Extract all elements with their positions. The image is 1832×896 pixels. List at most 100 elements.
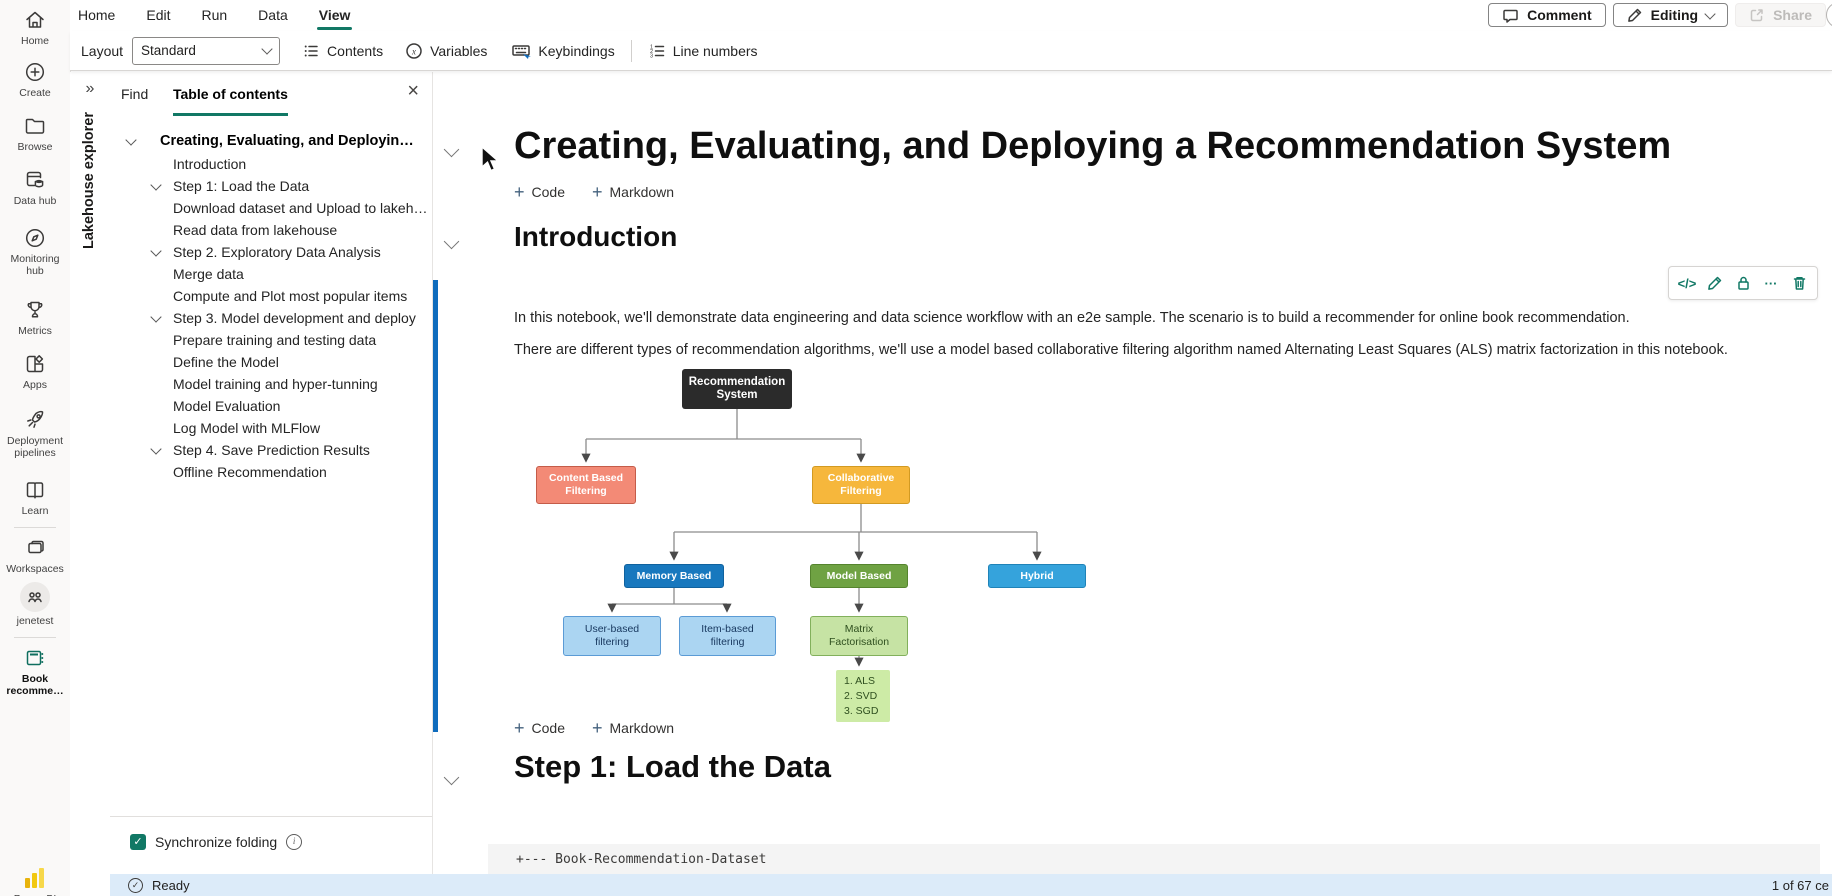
editing-mode-button[interactable]: Editing <box>1612 3 1729 27</box>
chevron-down-icon <box>1704 7 1716 20</box>
toc-item[interactable]: Step 1: Load the Data <box>110 175 432 197</box>
info-icon[interactable]: i <box>286 834 303 850</box>
chevron-down-icon[interactable] <box>125 134 137 146</box>
nav-item-create[interactable]: Create <box>0 60 70 99</box>
svg-text:x: x <box>411 46 416 56</box>
nav-item-metrics[interactable]: Metrics <box>0 298 70 337</box>
nav-item-learn[interactable]: Learn <box>0 478 70 517</box>
intro-paragraph-2: There are different types of recommendat… <box>514 342 1728 358</box>
add-markdown-button[interactable]: +Markdown <box>591 182 675 202</box>
diagram-node-als-svd-sgd: 1. ALS 2. SVD 3. SGD <box>836 670 890 722</box>
synchronize-folding-checkbox[interactable]: ✓ <box>130 834 146 850</box>
add-markdown-button[interactable]: +Markdown <box>591 718 675 738</box>
nav-item-apps[interactable]: Apps <box>0 352 70 391</box>
edit-pencil-icon[interactable] <box>1701 268 1729 298</box>
code-line: +--- Book-Recommendation-Dataset <box>516 852 767 867</box>
add-code-button[interactable]: +Code <box>514 182 565 202</box>
notebook-scrollbar[interactable] <box>433 280 438 732</box>
plus-icon: + <box>514 718 525 738</box>
menu-tab-edit[interactable]: Edit <box>146 7 171 23</box>
comment-button[interactable]: Comment <box>1488 3 1606 27</box>
menu-tab-run[interactable]: Run <box>201 7 228 23</box>
lakehouse-explorer-label[interactable]: Lakehouse explorer <box>81 112 97 249</box>
more-options-icon[interactable]: ··· <box>1764 275 1778 291</box>
ready-check-icon: ✓ <box>128 877 143 893</box>
keyboard-icon <box>511 42 532 60</box>
nav-item-monitoring-hub[interactable]: Monitoring hub <box>0 226 70 277</box>
menu-tab-data[interactable]: Data <box>258 7 288 23</box>
toc-item[interactable]: Define the Model <box>173 354 279 370</box>
add-code-button[interactable]: +Code <box>514 718 565 738</box>
ready-label: Ready <box>152 877 190 893</box>
nav-item-workspaces[interactable]: Workspaces <box>0 536 70 575</box>
add-cell-row: +Code +Markdown <box>514 718 675 738</box>
chevron-down-icon[interactable] <box>150 179 162 191</box>
toc-item[interactable]: Model Evaluation <box>173 398 281 414</box>
layout-select[interactable]: Standard <box>132 36 281 65</box>
collapse-step1-chevron-icon[interactable] <box>443 769 460 786</box>
deployment-pipelines-icon <box>23 408 47 432</box>
toc-item[interactable]: Step 4. Save Prediction Results <box>110 439 432 461</box>
intro-paragraph-1: In this notebook, we'll demonstrate data… <box>514 310 1630 326</box>
close-icon[interactable]: × <box>407 80 419 102</box>
toc-list: Creating, Evaluating, and Deployin… Intr… <box>110 122 432 483</box>
collapse-intro-chevron-icon[interactable] <box>443 233 460 250</box>
share-icon <box>1749 7 1765 23</box>
plus-icon: + <box>591 182 603 202</box>
nav-item-browse[interactable]: Browse <box>0 114 70 153</box>
delete-trash-icon[interactable] <box>1785 268 1813 298</box>
pencil-icon <box>1627 7 1643 23</box>
expand-panel-icon[interactable]: » <box>85 80 95 97</box>
toc-header: Find Table of contents × <box>110 72 432 122</box>
keybindings-button[interactable]: Keybindings <box>511 42 615 60</box>
lock-icon[interactable] <box>1729 268 1757 298</box>
view-code-icon[interactable]: </> <box>1677 275 1697 291</box>
collapse-title-chevron-icon[interactable] <box>443 141 460 158</box>
comment-bubble-icon <box>1502 7 1519 24</box>
diagram-node-matrix-factorisation: Matrix Factorisation <box>810 616 908 656</box>
nav-item-power-bi[interactable]: Power BI <box>0 866 70 896</box>
step1-heading: Step 1: Load the Data <box>514 749 831 784</box>
toc-item[interactable]: Introduction <box>173 156 247 172</box>
learn-icon <box>23 478 47 502</box>
view-toolbar: Layout Standard Contents x Variables Key… <box>70 31 1832 71</box>
nav-item-home[interactable]: Home <box>0 8 70 47</box>
contents-button[interactable]: Contents <box>302 42 383 60</box>
toc-item[interactable]: Step 3. Model development and deploy <box>110 307 432 329</box>
diagram-node-collaborative: Collaborative Filtering <box>812 466 910 504</box>
nav-item-data-hub[interactable]: Data hub <box>0 168 70 207</box>
toc-item[interactable]: Prepare training and testing data <box>173 332 377 348</box>
toc-item[interactable]: Creating, Evaluating, and Deployin… <box>110 129 432 153</box>
diagram-node-recommendation-system: Recommendation System <box>682 369 792 409</box>
chevron-down-icon[interactable] <box>150 311 162 323</box>
variables-button[interactable]: x Variables <box>405 42 487 60</box>
svg-text:3: 3 <box>650 53 653 59</box>
menu-tab-home[interactable]: Home <box>78 7 116 23</box>
menu-tab-view[interactable]: View <box>316 0 353 31</box>
share-button[interactable]: Share <box>1735 3 1826 27</box>
power-bi-logo-icon <box>22 866 48 890</box>
intro-heading: Introduction <box>514 221 678 252</box>
toc-item[interactable]: Read data from lakehouse <box>173 222 338 238</box>
chevron-down-icon[interactable] <box>150 245 162 257</box>
nav-item-deployment-pipelines[interactable]: Deployment pipelines <box>0 408 70 459</box>
nav-item-book-recommendation[interactable]: Book recomme… <box>0 646 70 697</box>
workspace-avatar-icon <box>20 582 50 612</box>
toc-item[interactable]: Download dataset and Upload to lakeh… <box>173 200 428 216</box>
nav-item-jenetest[interactable]: jenetest <box>0 582 70 627</box>
toc-item[interactable]: Merge data <box>173 266 244 282</box>
toc-item[interactable]: Step 2. Exploratory Data Analysis <box>110 241 432 263</box>
toc-item[interactable]: Offline Recommendation <box>173 464 327 480</box>
toc-item[interactable]: Model training and hyper-tunning <box>173 376 378 392</box>
tab-table-of-contents[interactable]: Table of contents <box>173 86 288 116</box>
monitoring-hub-icon <box>23 226 47 250</box>
tab-find[interactable]: Find <box>121 86 149 102</box>
code-cell[interactable]: +--- Book-Recommendation-Dataset <box>488 844 1820 874</box>
toc-item[interactable]: Compute and Plot most popular items <box>173 288 408 304</box>
chevron-down-icon[interactable] <box>150 443 162 455</box>
cell-count: 1 of 67 ce <box>1771 877 1829 893</box>
toc-item[interactable]: Log Model with MLFlow <box>173 420 321 436</box>
diagram-node-model-based: Model Based <box>810 564 908 588</box>
